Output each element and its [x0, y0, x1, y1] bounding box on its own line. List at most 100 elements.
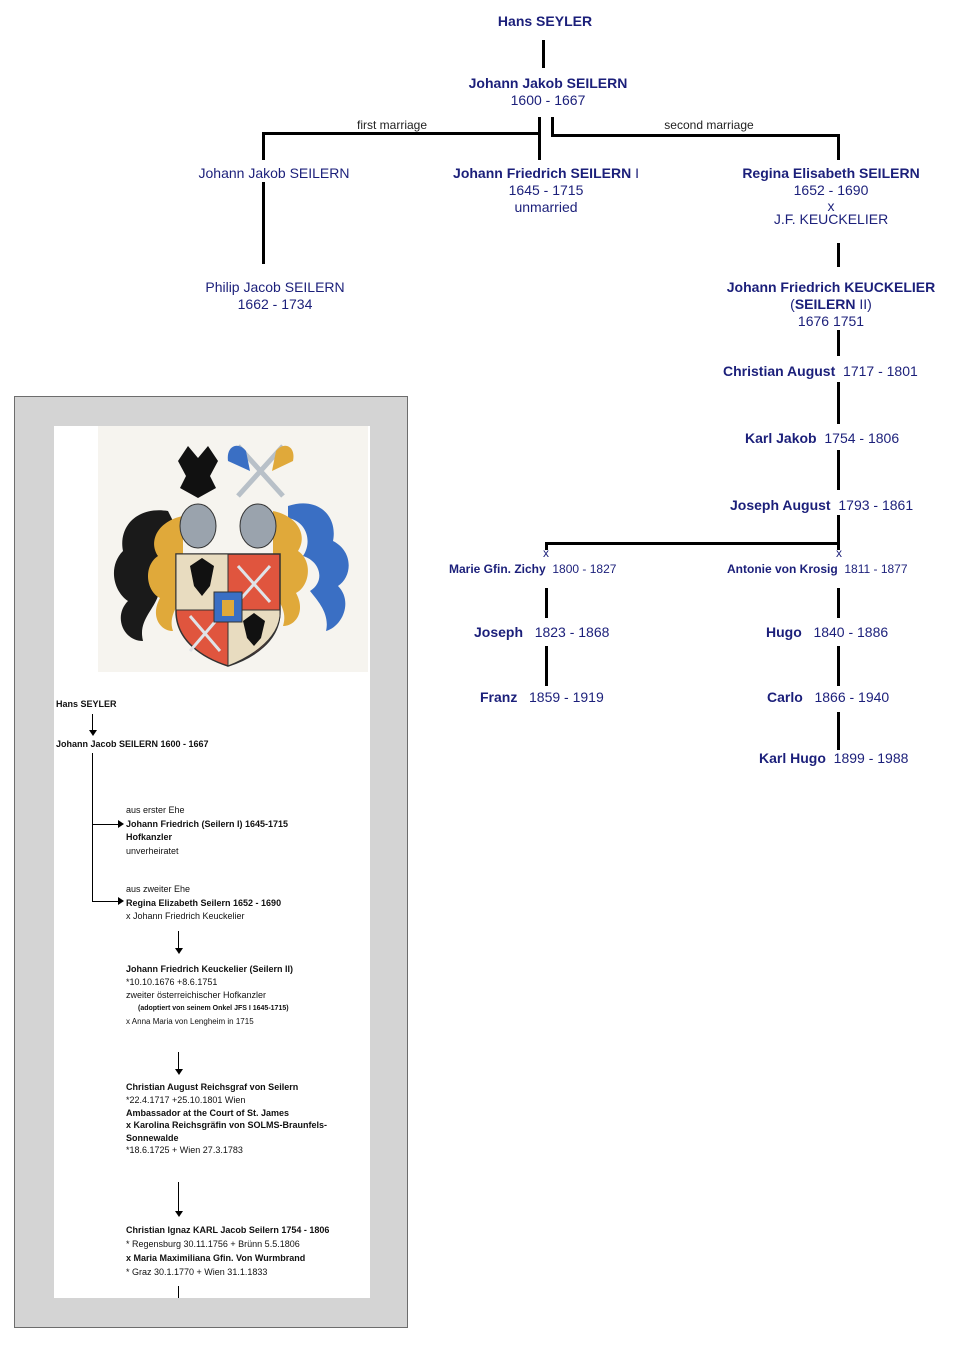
- line-hugo-carlo: [837, 646, 840, 686]
- spouse2-years: 1811 - 1877: [844, 562, 908, 576]
- doc-b5-a: Christian Ignaz KARL Jacob Seilern 1754 …: [126, 1225, 330, 1235]
- ja-entry: Joseph August 1793 - 1861: [730, 497, 913, 514]
- doc-branch-1: [92, 824, 120, 825]
- doc-arrow-4: [175, 1069, 183, 1075]
- line-drop-child2: [538, 132, 541, 160]
- line-drop-child1: [262, 132, 265, 160]
- karlhugo-entry: Karl Hugo 1899 - 1988: [759, 750, 908, 767]
- doc-line-4: [178, 1052, 179, 1070]
- line-spouse1-joseph: [545, 588, 548, 618]
- child1-name: Johann Jakob SEILERN: [198, 165, 350, 181]
- jfk-close: II): [855, 296, 872, 312]
- ca-entry: Christian August 1717 - 1801: [723, 363, 918, 380]
- carlo-years: 1866 - 1940: [814, 689, 890, 705]
- spouse1-entry: Marie Gfin. Zichy 1800 - 1827: [449, 561, 616, 578]
- grandchild1-name: Philip Jacob SEILERN: [205, 279, 345, 295]
- doc-b1-b: Johann Friedrich (Seilern I) 1645-1715: [126, 819, 289, 829]
- doc-b1-d: unverheiratet: [126, 846, 179, 856]
- spouse1-name: Marie Gfin. Zichy: [449, 562, 546, 576]
- doc-b4-a: Christian August Reichsgraf von Seilern: [126, 1082, 299, 1092]
- hugo-entry: Hugo 1840 - 1886: [766, 624, 888, 641]
- doc-b1-c: Hofkanzler: [126, 832, 173, 842]
- hugo-name: Hugo: [766, 624, 802, 640]
- line-first-marriage: [262, 132, 541, 135]
- doc-arrow-branch-1: [118, 820, 124, 828]
- line-carlo-karlhugo: [837, 712, 840, 750]
- doc-hans: Hans SEYLER: [56, 699, 117, 709]
- ca-years: 1717 - 1801: [843, 363, 918, 379]
- doc-b5-d: * Graz 30.1.1770 + Wien 31.1.1833: [126, 1267, 268, 1277]
- doc-line-6: [178, 1286, 179, 1298]
- child2-roman: I: [635, 165, 639, 181]
- doc-johann-jacob: Johann Jacob SEILERN 1600 - 1667: [56, 739, 209, 749]
- jfk-open: (: [790, 296, 795, 312]
- karlhugo-years: 1899 - 1988: [833, 750, 909, 766]
- doc-b3-e: x Anna Maria von Lengheim in 1715: [126, 1017, 254, 1026]
- line-ja-bar: [837, 515, 840, 543]
- doc-line-top: [92, 714, 93, 732]
- second-marriage-label: second marriage: [664, 118, 754, 132]
- line-second-marriage: [551, 134, 840, 137]
- spouse2-entry: Antonie von Krosig 1811 - 1877: [727, 561, 908, 578]
- doc-b3-b: *10.10.1676 +8.6.1751: [126, 977, 218, 987]
- spouse1-years: 1800 - 1827: [552, 562, 617, 576]
- line-father-bar-left: [538, 117, 541, 139]
- kj-entry: Karl Jakob 1754 - 1806: [745, 430, 899, 447]
- ja-years: 1793 - 1861: [838, 497, 914, 513]
- root-name: Hans SEYLER: [497, 13, 593, 29]
- doc-arrow-3: [175, 948, 183, 954]
- document-page: Hans SEYLER Johann Jacob SEILERN 1600 - …: [54, 426, 370, 1298]
- doc-b3-c: zweiter österreichischer Hofkanzler: [126, 990, 267, 1000]
- doc-b1-a: aus erster Ehe: [126, 805, 185, 815]
- line-joseph-franz: [545, 646, 548, 686]
- doc-branch-2: [92, 901, 120, 902]
- child3-spouse: J.F. KEUCKELIER: [773, 211, 889, 227]
- doc-arrow-branch-2: [118, 897, 124, 905]
- child2-note: unmarried: [514, 199, 578, 215]
- coat-of-arms-image: [98, 426, 368, 672]
- line-spouse2-hugo: [837, 588, 840, 618]
- line-drop-spouse1: [545, 542, 548, 550]
- doc-b5-c: x Maria Maximiliana Gfin. Von Wurmbrand: [126, 1253, 306, 1263]
- carlo-name: Carlo: [767, 689, 803, 705]
- child3-years: 1652 - 1690: [793, 182, 869, 198]
- child2-years: 1645 - 1715: [508, 182, 584, 198]
- doc-b4-d: x Karolina Reichsgräfin von SOLMS-Braunf…: [126, 1120, 328, 1130]
- franz-name: Franz: [480, 689, 518, 705]
- line-kj-ja: [837, 450, 840, 490]
- line-drop-child3: [837, 134, 840, 160]
- line-ja-marriages: [545, 542, 840, 545]
- doc-b4-e: Sonnewalde: [126, 1133, 179, 1143]
- doc-arrow-5: [175, 1211, 183, 1217]
- line-jfk-ca: [837, 330, 840, 356]
- doc-arrow-1: [89, 730, 97, 736]
- line-root-father: [542, 40, 545, 68]
- father-years: 1600 - 1667: [510, 92, 586, 108]
- doc-b4-b: *22.4.1717 +25.10.1801 Wien: [126, 1095, 246, 1105]
- jfk-years: 1676 1751: [797, 313, 865, 329]
- ca-name: Christian August: [723, 363, 836, 379]
- doc-b3-d: (adoptiert von seinem Onkel JFS I 1645-1…: [138, 1005, 289, 1012]
- line-ca-kj: [837, 382, 840, 424]
- jfk-name: Johann Friedrich KEUCKELIER: [726, 279, 936, 295]
- father-name: Johann Jakob SEILERN: [468, 75, 628, 91]
- doc-b4-c: Ambassador at the Court of St. James: [126, 1108, 290, 1118]
- jfk-seilern: SEILERN: [794, 296, 856, 312]
- jfk-alias: (SEILERN II): [790, 296, 872, 313]
- spouse1-x: x: [543, 546, 549, 560]
- carlo-entry: Carlo 1866 - 1940: [767, 689, 889, 706]
- child3-x: x: [827, 198, 835, 214]
- doc-b2-b: Regina Elizabeth Seilern 1652 - 1690: [126, 898, 282, 908]
- joseph-entry: Joseph 1823 - 1868: [474, 624, 609, 641]
- doc-b3-a: Johann Friedrich Keuckelier (Seilern II): [126, 964, 294, 974]
- line-father-bar-right: [551, 117, 554, 136]
- karlhugo-name: Karl Hugo: [759, 750, 826, 766]
- joseph-years: 1823 - 1868: [534, 624, 610, 640]
- line-child3-jfk: [837, 243, 840, 267]
- child2-title: Johann Friedrich SEILERN I: [453, 165, 639, 182]
- doc-line-5: [178, 1182, 179, 1212]
- spouse2-x: x: [836, 546, 842, 560]
- doc-b5-b: * Regensburg 30.11.1756 + Brünn 5.5.1806: [126, 1239, 300, 1249]
- child2-name: Johann Friedrich SEILERN: [453, 165, 632, 181]
- kj-years: 1754 - 1806: [824, 430, 900, 446]
